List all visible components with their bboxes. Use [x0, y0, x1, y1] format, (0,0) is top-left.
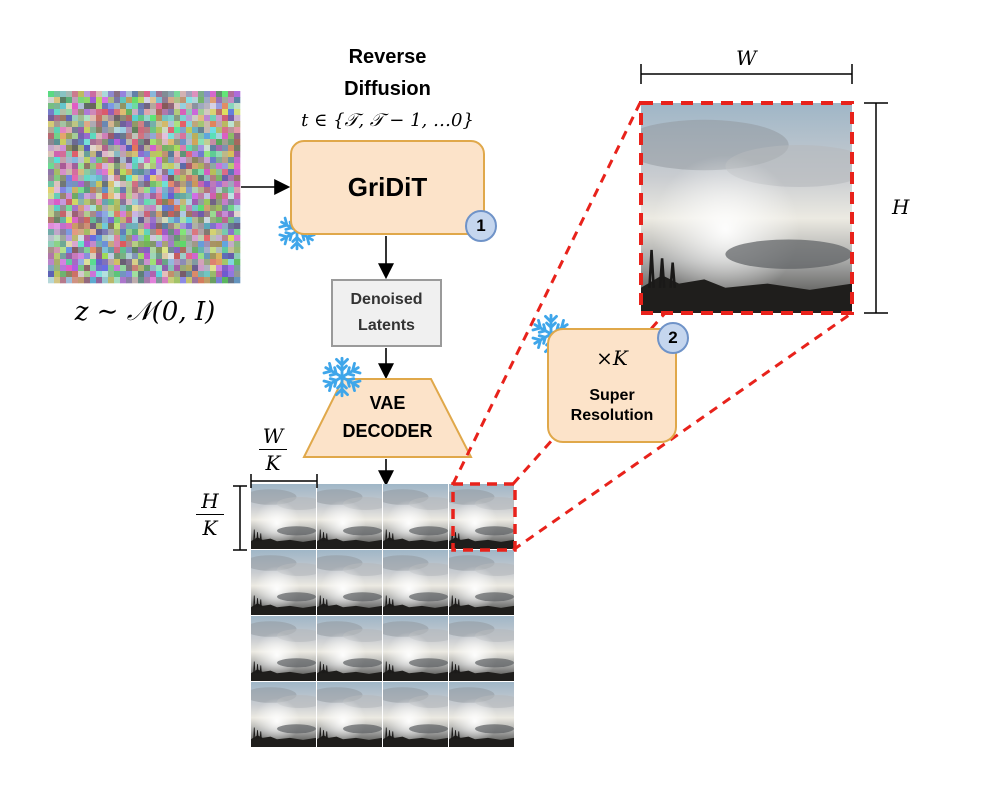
diagram-title-line1: Reverse [348, 46, 427, 68]
output-tile [317, 484, 382, 549]
output-tile [317, 550, 382, 615]
super-resolution-block: ×K Super Resolution [547, 328, 677, 443]
sr-multiplier: ×K [596, 345, 628, 370]
vae-decoder-block [302, 378, 473, 458]
output-tile [251, 682, 316, 747]
output-tile [383, 682, 448, 747]
tile-width-fraction: W K [259, 424, 287, 475]
snowflake-icon [323, 358, 361, 395]
super-resolved-image [641, 103, 852, 313]
step-badge-2: 2 [657, 322, 689, 354]
tile-width-denominator: K [265, 451, 281, 475]
tile-height-dimension-line [233, 485, 247, 551]
output-tile [251, 616, 316, 681]
vae-label-line2: DECODER [342, 421, 433, 441]
output-tile [383, 616, 448, 681]
sr-label-line2: Resolution [570, 406, 654, 424]
width-label: W [736, 46, 757, 70]
output-tile [383, 484, 448, 549]
output-tile [449, 616, 514, 681]
output-tile-grid [251, 484, 514, 747]
sr-label-line1: Super [589, 386, 635, 404]
output-tile [251, 484, 316, 549]
gridit-block: GriDiT [290, 140, 485, 235]
vae-label-line1: VAE [369, 393, 406, 413]
output-tile [317, 616, 382, 681]
latents-label-line1: Denoised [350, 291, 423, 308]
super-resolved-frame [639, 101, 854, 315]
tile-height-denominator: K [202, 516, 218, 540]
output-tile [383, 550, 448, 615]
step-badge-1: 1 [465, 210, 497, 242]
output-tile [251, 550, 316, 615]
diagram-title-line2: Diffusion [344, 78, 431, 100]
height-label: H [892, 195, 910, 219]
width-dimension-line [640, 64, 853, 84]
noise-image [48, 91, 241, 284]
tile-height-numerator: H [201, 489, 219, 513]
denoised-latents-block: Denoised Latents [331, 279, 442, 347]
gridit-label: GriDiT [347, 172, 428, 202]
output-tile [449, 550, 514, 615]
output-tile [449, 682, 514, 747]
tile-width-dimension-line [250, 474, 318, 488]
highlighted-tile [451, 482, 517, 552]
latents-label-line2: Latents [358, 317, 415, 334]
tile-height-fraction: H K [196, 489, 224, 540]
timestep-formula: t ∈ {𝒯, 𝒯 − 1, …0} [301, 110, 474, 131]
noise-caption: z ∼ 𝒩(0, I) [74, 297, 216, 327]
output-tile [317, 682, 382, 747]
height-dimension-line [864, 102, 888, 314]
tile-width-numerator: W [262, 424, 284, 448]
